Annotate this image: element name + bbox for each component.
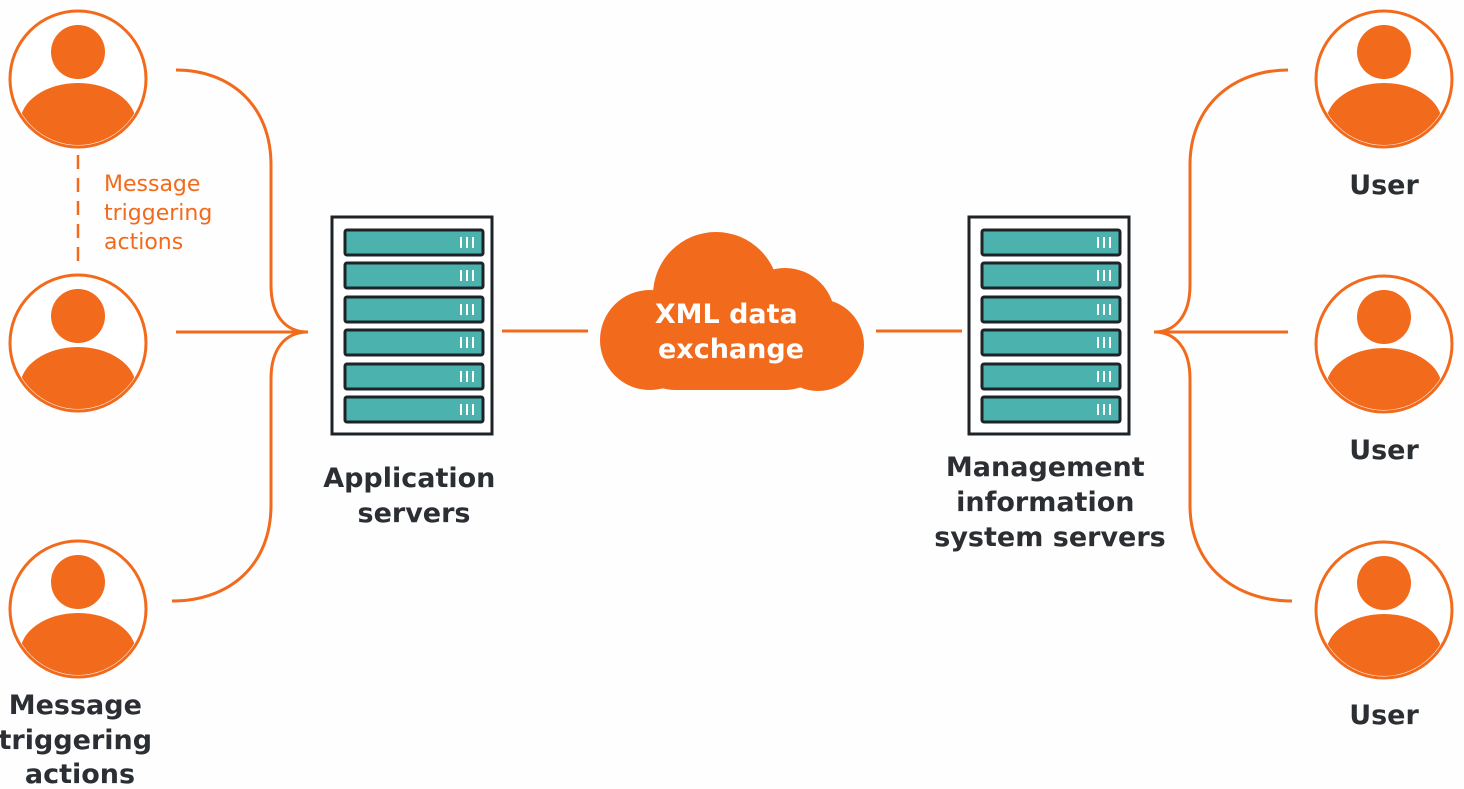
user-label-3: User: [1349, 700, 1419, 731]
user-label-1: User: [1349, 170, 1419, 201]
user-icon: [1314, 540, 1454, 680]
user-icon: [8, 9, 148, 149]
right-brace-connector: [1153, 68, 1293, 603]
user-label-2: User: [1349, 435, 1419, 466]
left-user-avatar-1: [8, 9, 148, 149]
left-brace-connector: [171, 68, 309, 603]
application-server-rack: [330, 215, 494, 436]
user-icon: [1314, 9, 1454, 149]
cloud-label: XML data exchange: [655, 299, 807, 365]
mis-servers-label: Management information system servers: [934, 452, 1166, 553]
mis-server-rack: [967, 215, 1131, 436]
right-user-avatar-3: [1314, 540, 1454, 680]
left-user-avatar-3: [8, 539, 148, 679]
side-note: Message triggering actions: [104, 172, 219, 255]
left-user-avatar-2: [8, 273, 148, 413]
user-icon: [8, 273, 148, 413]
left-group-caption: Message triggering actions: [0, 690, 161, 789]
right-user-avatar-1: [1314, 9, 1454, 149]
application-servers-label: Application servers: [323, 463, 505, 529]
cloud-icon: [600, 232, 864, 391]
user-icon: [8, 539, 148, 679]
user-icon: [1314, 274, 1454, 414]
right-user-avatar-2: [1314, 274, 1454, 414]
